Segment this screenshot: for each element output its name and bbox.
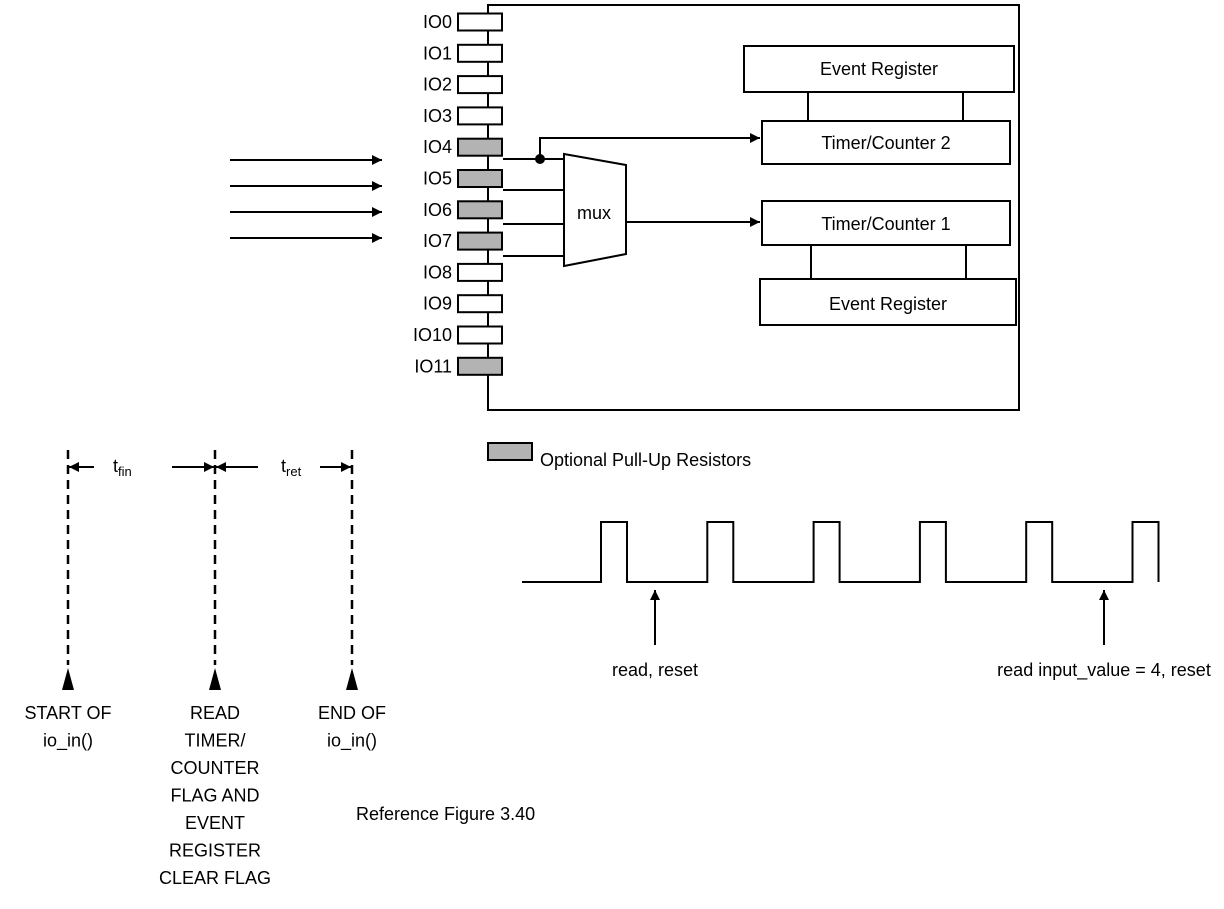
io-pin-label-7: IO7 (423, 231, 452, 251)
event-register-top (743, 45, 1015, 93)
io-pin-2 (457, 75, 503, 95)
wiring (503, 133, 760, 257)
marker-caption-1-line-5: REGISTER (169, 841, 261, 861)
marker-captions: START OF io_in() READ TIMER/COUNTER FLAG AND… (24, 703, 386, 888)
marker-arrow-end (346, 668, 358, 690)
timer-counter-1 (761, 200, 1011, 246)
marker-arrow-start (62, 668, 74, 690)
marker-caption-1-line-0: READ (190, 703, 240, 723)
timer-counter-1-label: Timer/Counter 1 (821, 214, 950, 234)
annotation-read-input-value: read input_value = 4, reset (997, 660, 1211, 681)
timing-up-arrows (62, 668, 358, 690)
marker-caption-1-line-2: COUNTER (171, 758, 260, 778)
marker-caption-0-line-1: io_in() (43, 731, 93, 752)
io-pin-5 (457, 169, 503, 188)
io-pin-label-2: IO2 (423, 75, 452, 95)
figure-caption: Reference Figure 3.40 (356, 804, 535, 824)
marker-caption-1-line-6: CLEAR FLAG (159, 868, 271, 888)
io-pin-label-10: IO10 (413, 325, 452, 345)
io-pin-label-6: IO6 (423, 200, 452, 220)
event-register-top-label: Event Register (820, 59, 938, 79)
io-pin-8 (457, 262, 503, 282)
io-pin-11 (457, 356, 503, 376)
io-pin-label-5: IO5 (423, 169, 452, 189)
mux-block (563, 152, 627, 268)
io-pin-4 (457, 137, 503, 157)
mux-label: mux (577, 203, 611, 223)
io-pin-10 (457, 325, 503, 345)
legend-swatch (487, 442, 533, 461)
io-pin-3 (457, 106, 503, 126)
wire-io4-to-timer2 (539, 133, 760, 159)
io-pin-7 (457, 231, 503, 251)
io-pin-label-0: IO0 (423, 12, 452, 32)
legend-text: Optional Pull-Up Resistors (540, 450, 751, 470)
junction-dot (535, 154, 545, 164)
io-pin-label-1: IO1 (423, 43, 452, 63)
io-pin-label-4: IO4 (423, 137, 452, 157)
io-pin-label-11: IO11 (414, 356, 452, 376)
timer-counter-2 (761, 120, 1011, 165)
io-pin-0 (457, 12, 503, 32)
io-pin-9 (457, 294, 503, 314)
marker-caption-1-line-3: FLAG AND (170, 786, 259, 806)
input-arrows (230, 155, 382, 243)
io-pin-label-3: IO3 (423, 106, 452, 126)
marker-caption-2-line-0: END OF (318, 703, 386, 723)
io-pin-6 (457, 200, 503, 220)
marker-arrow-read (209, 668, 221, 690)
event-register-bottom (759, 278, 1017, 326)
io-pin-1 (457, 43, 503, 63)
io-pin-label-9: IO9 (423, 294, 452, 314)
timer-counter-2-label: Timer/Counter 2 (821, 133, 950, 153)
marker-caption-2-line-1: io_in() (327, 731, 377, 752)
tret-label: tret (281, 456, 302, 479)
tfin-label: tfin (113, 456, 132, 479)
annotation-read-reset: read, reset (612, 660, 698, 680)
marker-caption-1-line-1: TIMER/ (185, 731, 246, 751)
io-pin-label-8: IO8 (423, 262, 452, 282)
marker-caption-1-line-4: EVENT (185, 813, 245, 833)
event-register-bottom-label: Event Register (829, 294, 947, 314)
timing-markers (66, 450, 354, 665)
pulse-waveform (522, 521, 1160, 583)
marker-caption-0-line-0: START OF (24, 703, 111, 723)
